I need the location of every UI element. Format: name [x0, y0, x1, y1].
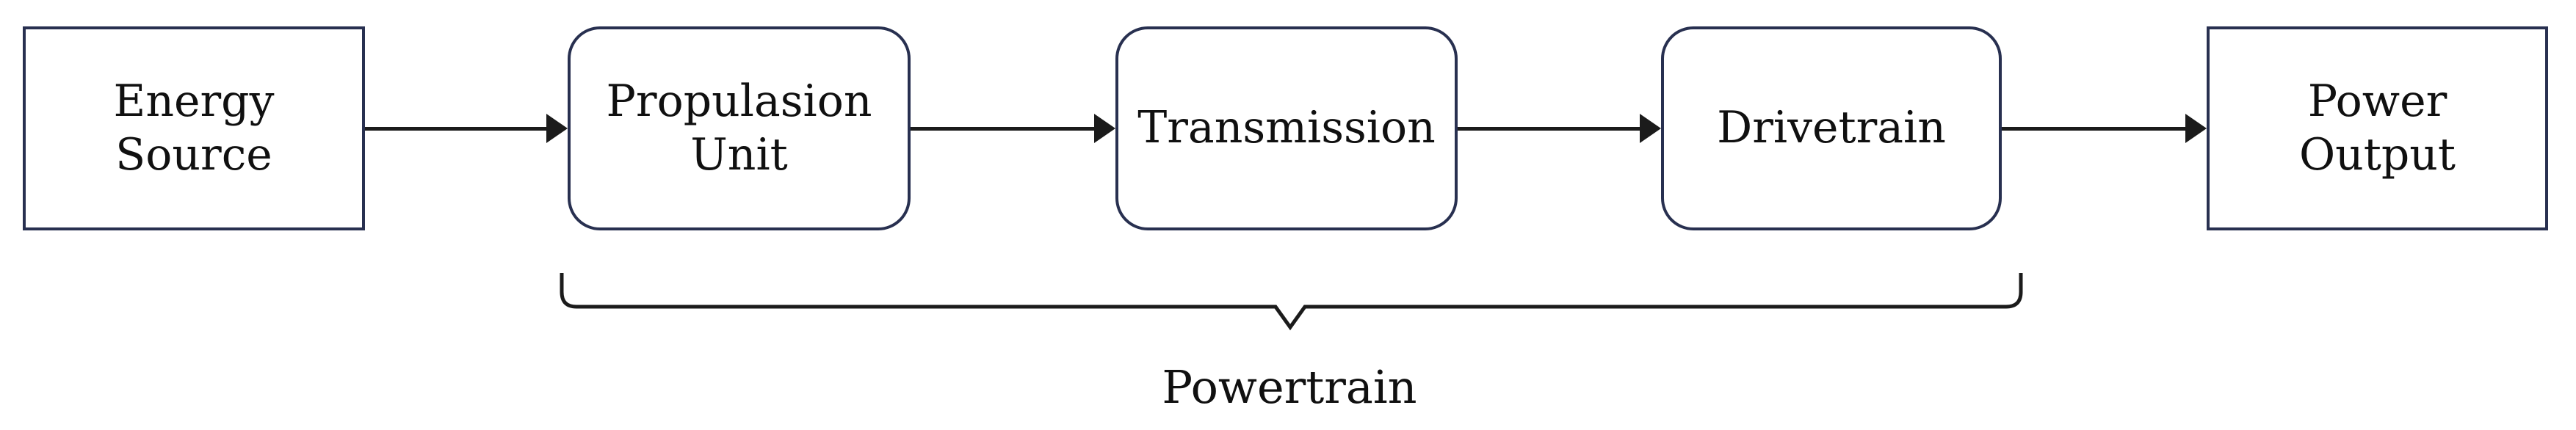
arrowhead-right-icon	[1094, 114, 1115, 143]
arrowhead-right-icon	[2185, 114, 2207, 143]
arrowhead-right-icon	[1640, 114, 1661, 143]
node-label: Drivetrain	[1717, 102, 1946, 154]
node-drivetrain: Drivetrain	[1661, 26, 2002, 230]
powertrain-label: Powertrain	[1162, 360, 1417, 414]
node-label: Energy Source	[113, 75, 275, 181]
node-label: Power Output	[2298, 75, 2456, 181]
node-energy-source: Energy Source	[23, 26, 365, 230]
node-power-output: Power Output	[2207, 26, 2548, 230]
node-label: Propulasion Unit	[606, 75, 872, 181]
powertrain-brace	[560, 273, 2023, 331]
arrow-line	[911, 127, 1094, 131]
arrowhead-right-icon	[546, 114, 568, 143]
arrow-line	[365, 127, 546, 131]
node-label: Transmission	[1137, 102, 1436, 154]
node-propulsion-unit: Propulasion Unit	[568, 26, 911, 230]
arrow-line	[2002, 127, 2185, 131]
arrow-line	[1458, 127, 1640, 131]
node-transmission: Transmission	[1115, 26, 1458, 230]
brace-path	[560, 273, 2023, 331]
